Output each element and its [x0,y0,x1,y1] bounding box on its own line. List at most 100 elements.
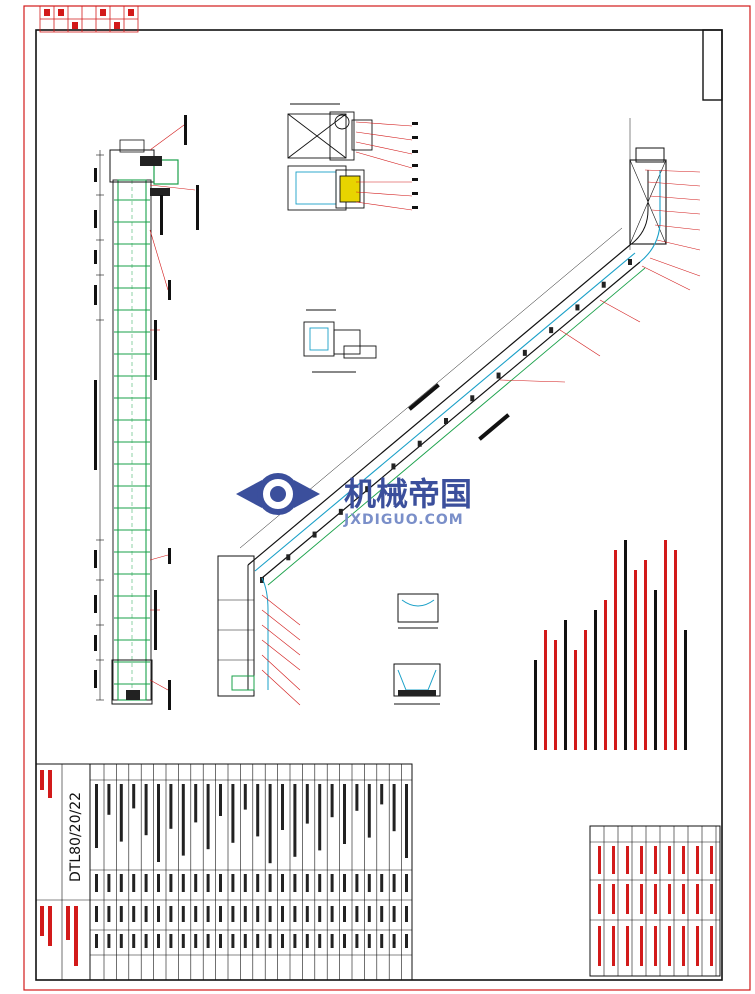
parts-cell-text [107,784,111,815]
watermark-url: JXDIGUO.COM [343,512,464,528]
parts-cell-text [281,934,284,948]
parts-cell-text [144,784,148,836]
parts-cell-text [330,784,334,818]
parts-cell-text [268,784,272,864]
parts-cell-text [132,906,136,922]
note-line [554,640,557,750]
spec-cell-text [612,926,615,966]
spec-cell-text [710,846,713,874]
parts-cell-text [206,874,210,892]
parts-cell-text [367,934,371,948]
note-line [604,600,607,750]
parts-cell-text [95,934,98,948]
watermark-title: 机械帝国 [344,475,472,513]
parts-cell-text [405,784,408,858]
parts-cell-text [268,906,272,922]
spec-cell-text [682,926,685,966]
parts-cell-text [281,906,284,922]
gear-winged-logo-icon [236,473,320,515]
note-line [594,610,597,750]
parts-cell-text [169,934,173,948]
spec-cell-text [696,846,699,874]
incline-idler [522,349,527,356]
parts-cell-text [268,874,272,892]
parts-cell-text [330,874,334,892]
note-line [534,660,537,750]
parts-cell-text [355,784,359,811]
note-line [634,570,637,750]
spec-cell-text [598,846,601,874]
spec-cell-text [682,846,685,874]
parts-cell-text [243,874,247,892]
parts-cell-text [293,906,297,922]
parts-cell-text [194,784,198,823]
parts-cell-text [132,874,136,892]
incline-idler [575,304,580,311]
parts-cell-text [231,784,235,843]
parts-cell-text [144,906,148,922]
note-line [564,620,567,750]
parts-cell-text [380,874,384,892]
parts-cell-text [392,934,396,948]
parts-cell-text [144,874,148,892]
spec-table [589,825,721,977]
parts-cell-text [157,874,160,892]
parts-cell-text [380,934,384,948]
note-line [614,550,617,750]
spec-cell-text [640,926,643,966]
watermark-logo: 机械帝国 JXDIGUO.COM [236,473,472,528]
parts-cell-text [132,784,136,809]
parts-cell-text [281,874,284,892]
parts-cell-text [256,874,260,892]
parts-cell-text [343,934,346,948]
spec-cell-text [626,926,629,966]
parts-cell-text [169,784,173,829]
model-code: DTL80/20/22 [68,792,84,882]
incline-idler [338,508,343,515]
spec-cell-text [696,926,699,966]
incline-idler [365,486,370,493]
section-views [393,593,441,705]
revision-stamp [39,5,139,33]
parts-cell-text [305,934,309,948]
spec-cell-text [696,884,699,914]
parts-cell-text [318,784,322,851]
parts-cell-text [256,784,260,837]
parts-cell-text [144,934,148,948]
spec-cell-text [654,926,657,966]
parts-cell-text [318,874,322,892]
parts-cell-text [119,934,123,948]
incline-idler [286,554,291,561]
parts-cell-text [119,906,123,922]
incline-idler [444,418,448,424]
parts-cell-text [219,784,222,816]
parts-cell-text [330,934,334,948]
spec-cell-text [654,884,657,914]
parts-cell-text [293,784,297,857]
parts-cell-text [343,906,346,922]
incline-idler [601,281,606,288]
parts-cell-text [231,874,235,892]
parts-cell-text [243,906,247,922]
incline-idler [549,327,554,334]
parts-cell-text [405,874,408,892]
note-line [624,540,627,750]
parts-cell-text [95,874,98,892]
parts-cell-text [405,934,408,948]
note-line [584,630,587,750]
incline-idler [391,463,396,470]
parts-cell-text [380,784,384,805]
incline-idler [496,372,501,379]
spec-cell-text [668,926,671,966]
parts-cell-text [194,934,198,948]
parts-cell-text [219,906,222,922]
spec-cell-text [612,846,615,874]
parts-cell-text [355,906,359,922]
parts-cell-text [194,906,198,922]
parts-cell-text [367,874,371,892]
parts-cell-text [392,874,396,892]
parts-cell-text [367,906,371,922]
parts-cell-text [256,906,260,922]
parts-cell-text [206,934,210,948]
conveyor-elevation [217,118,701,706]
